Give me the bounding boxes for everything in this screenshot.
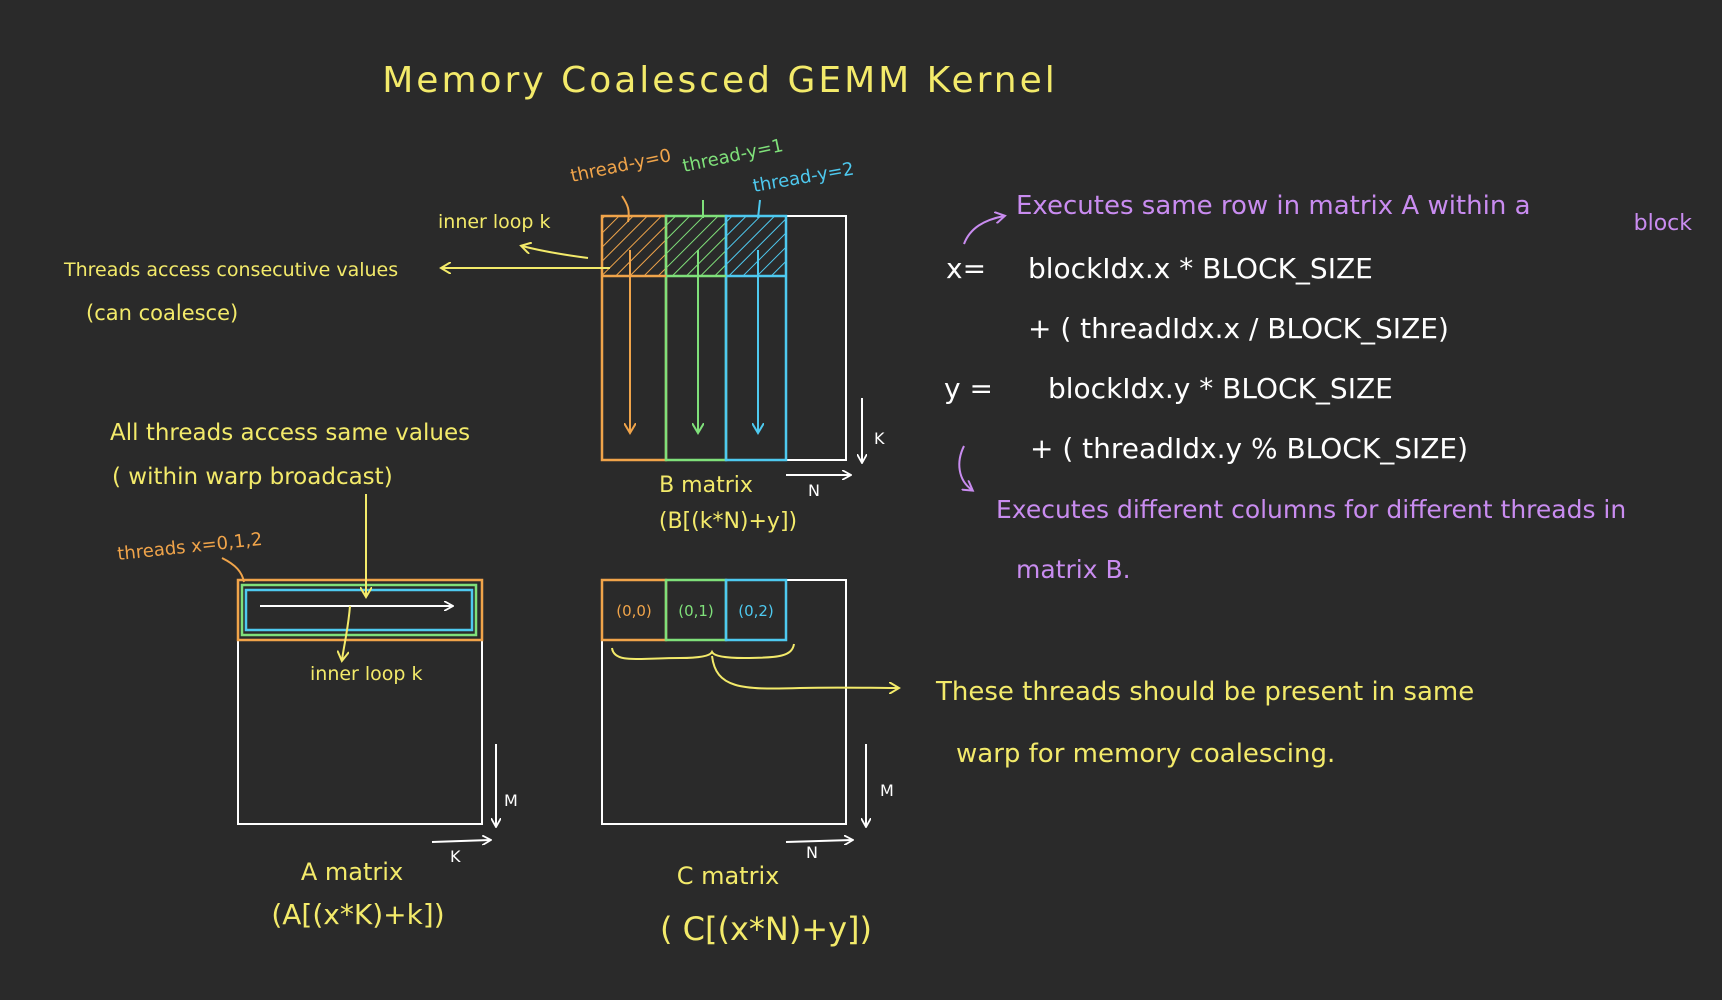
c-dim-n-arrow: [785, 840, 852, 842]
c-cell-label-2: (0,2): [738, 602, 774, 620]
c-warp-arrow: [711, 655, 898, 689]
a-broadcast-note: All threads access same values: [110, 420, 470, 446]
a-matrix-outline: [237, 579, 483, 825]
formula-x-line1: blockIdx.x * BLOCK_SIZE: [1028, 252, 1373, 285]
b-consecutive-note: Threads access consecutive values: [63, 259, 398, 281]
b-hatch-orange: [602, 216, 666, 276]
formula-note-top-arrow: [963, 216, 1004, 245]
formula-note-top: Executes same row in matrix A within a: [1016, 191, 1531, 221]
b-column-cyan: [724, 214, 788, 462]
b-dim-k-label: K: [874, 429, 885, 448]
b-hatch-green: [666, 216, 726, 276]
c-brace: [611, 643, 795, 661]
b-hatch-cyan: [726, 216, 786, 276]
formula-y-line2: + ( threadIdx.y % BLOCK_SIZE): [1030, 432, 1468, 465]
formula-note-bottom-2: matrix B.: [1016, 555, 1131, 584]
a-dim-m-label: M: [504, 791, 518, 810]
b-thread-label-2: thread-y=2: [751, 158, 855, 196]
b-dim-n-label: N: [808, 481, 820, 500]
c-dim-m-label: M: [880, 781, 894, 800]
index-formulas: Executes same row in matrix A within a b…: [944, 191, 1692, 584]
b-thread-label-0: thread-y=0: [569, 145, 674, 187]
formula-note-top-2: block: [1634, 211, 1693, 236]
b-thread-pointer-0: [621, 195, 630, 223]
a-matrix: All threads access same values ( within …: [110, 420, 518, 931]
a-broadcast-note-sub: ( within warp broadcast): [112, 464, 393, 490]
formula-x-line2: + ( threadIdx.x / BLOCK_SIZE): [1028, 312, 1449, 345]
c-matrix-index: ( C[(x*N)+y]): [660, 910, 872, 948]
b-consecutive-note-sub: (can coalesce): [86, 301, 238, 325]
a-matrix-name: A matrix: [301, 858, 403, 886]
a-threads-label: threads x=0,1,2: [116, 529, 263, 565]
formula-note-bottom-1: Executes different columns for different…: [996, 495, 1626, 524]
a-threads-pointer: [221, 557, 245, 583]
formula-y-eq: y =: [944, 372, 993, 405]
b-matrix-name: B matrix: [659, 473, 753, 498]
a-inner-loop-label: inner loop k: [310, 663, 423, 685]
c-matrix-name: C matrix: [677, 862, 780, 890]
a-row-cyan: [244, 588, 474, 632]
c-cell-label-0: (0,0): [616, 602, 652, 620]
c-cell-label-1: (0,1): [678, 602, 714, 620]
c-warp-note-line2: warp for memory coalescing.: [956, 739, 1335, 769]
b-inner-loop-arrow: [522, 246, 589, 259]
c-cell-cyan: [724, 578, 788, 642]
formula-note-bottom-arrow: [958, 445, 972, 490]
a-inner-loop-pointer: [342, 605, 351, 660]
formula-y-line1: blockIdx.y * BLOCK_SIZE: [1048, 372, 1393, 405]
b-thread-pointer-2: [757, 199, 761, 219]
b-matrix-index: (B[(k*N)+y]): [659, 509, 797, 534]
a-dim-k-arrow: [431, 840, 490, 842]
formula-x-eq: x=: [946, 252, 986, 285]
a-row-orange: [236, 578, 484, 642]
a-row-green: [240, 583, 478, 637]
b-inner-loop-label: inner loop k: [438, 211, 551, 233]
c-dim-n-label: N: [806, 843, 818, 862]
diagram-title: Memory Coalesced GEMM Kernel: [382, 60, 1058, 101]
b-thread-label-1: thread-y=1: [681, 135, 786, 177]
c-warp-note-line1: These threads should be present in same: [935, 677, 1474, 707]
a-matrix-index: (A[(x*K)+k]): [271, 898, 444, 931]
c-matrix: (0,0) (0,1) (0,2) M N C matrix ( C[(x*N)…: [600, 578, 1474, 948]
a-dim-k-label: K: [450, 847, 461, 866]
